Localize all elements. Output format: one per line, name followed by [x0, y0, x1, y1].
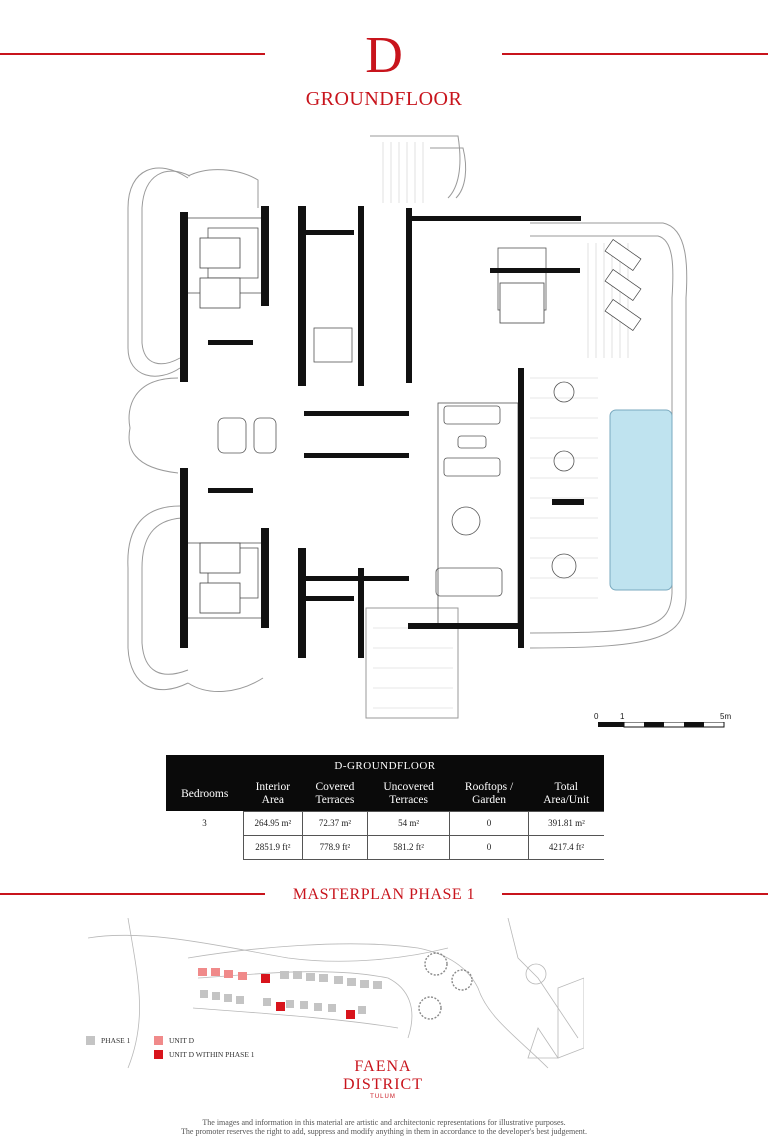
- legend-label: PHASE 1: [101, 1036, 131, 1045]
- table-cell: 391.81 m²: [527, 810, 604, 836]
- table-cell: 3: [166, 811, 244, 835]
- scale-label-0: 0: [594, 712, 599, 721]
- table-cell: 54 m²: [367, 810, 451, 836]
- legend-unit-d: UNIT D: [154, 1036, 194, 1045]
- table-cell: 4217.4 ft²: [527, 834, 604, 860]
- masterplan-rule-left: [0, 893, 265, 895]
- table-cell: 72.37 m²: [301, 810, 369, 836]
- floor-title: GROUNDFLOOR: [305, 88, 463, 110]
- legend-phase-1: PHASE 1: [86, 1036, 130, 1045]
- brand-line-2: DISTRICT: [343, 1076, 423, 1093]
- masterplan-map: [88, 918, 584, 1069]
- scale-label-5m: 5m: [720, 712, 732, 721]
- area-table-title: D-GROUNDFLOOR: [166, 755, 604, 777]
- table-cell: 581.2 ft²: [367, 834, 451, 860]
- table-cell: [166, 835, 244, 859]
- masterplan-title: MASTERPLAN PHASE 1: [292, 886, 476, 903]
- masterplan-rule-right: [502, 893, 768, 895]
- scale-label-1: 1: [620, 712, 625, 721]
- table-cell: 2851.9 ft²: [242, 834, 303, 860]
- floor-plan-drawing: [127, 135, 688, 719]
- table-row: 3 264.95 m² 72.37 m² 54 m² 0 391.81 m²: [166, 810, 604, 836]
- disclaimer-line-1: The images and information in this mater…: [202, 1118, 566, 1127]
- brand-logo: FAENA DISTRICT TULUM: [318, 1058, 448, 1100]
- legend-label: UNIT D WITHIN PHASE 1: [169, 1050, 255, 1059]
- col-rooftops-garden: Rooftops /Garden: [449, 777, 529, 811]
- col-bedrooms: Bedrooms: [166, 777, 244, 811]
- legend-swatch: [154, 1050, 163, 1059]
- header-rule-left: [0, 53, 265, 55]
- table-cell: 0: [449, 834, 529, 860]
- scale-bar-graphic: [598, 722, 725, 728]
- table-cell: 778.9 ft²: [301, 834, 369, 860]
- table-cell: 0: [449, 810, 529, 836]
- pool: [609, 409, 673, 591]
- unit-letter: D: [365, 27, 403, 84]
- header-rule-right: [502, 53, 768, 55]
- legend-label: UNIT D: [169, 1036, 195, 1045]
- legend-swatch: [154, 1036, 163, 1045]
- table-row: 2851.9 ft² 778.9 ft² 581.2 ft² 0 4217.4 …: [166, 834, 604, 860]
- disclaimer-line-2: The promoter reserves the right to add, …: [181, 1127, 587, 1136]
- table-cell: 264.95 m²: [242, 810, 303, 836]
- legend-unit-d-within-phase-1: UNIT D WITHIN PHASE 1: [154, 1050, 255, 1059]
- brand-line-1: FAENA: [354, 1058, 412, 1075]
- scale-bar: 0 1 5m: [594, 712, 734, 742]
- legend-swatch: [86, 1036, 95, 1045]
- brand-line-3: TULUM: [370, 1094, 396, 1100]
